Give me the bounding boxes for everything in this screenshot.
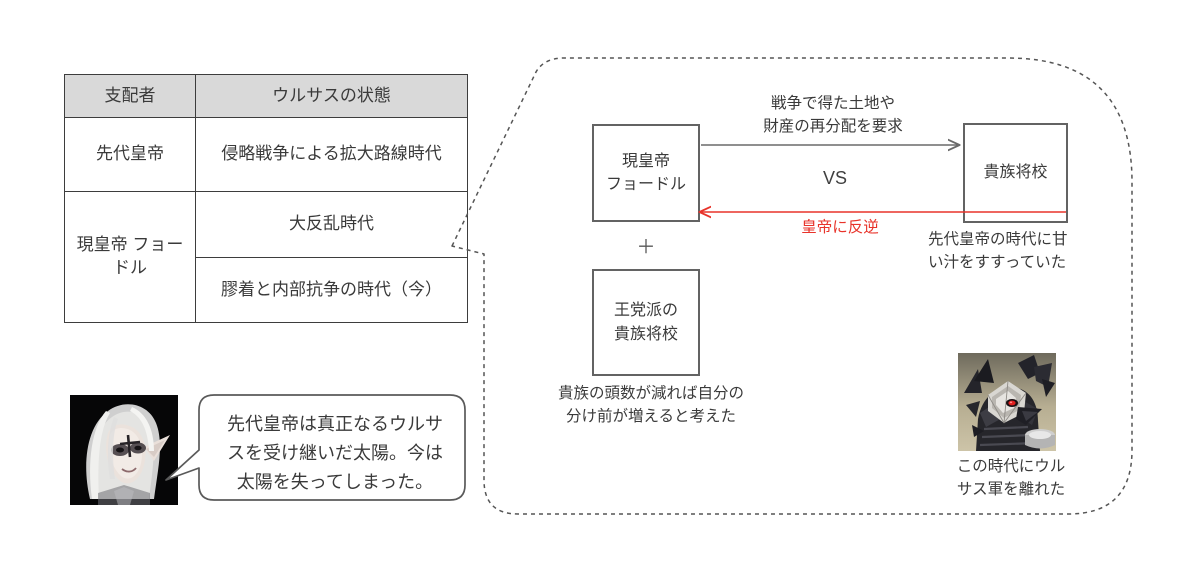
plus-connector: ＋ <box>636 237 656 258</box>
node-royalist-noble-officers: 王党派の 貴族将校 <box>592 269 700 376</box>
table-header-state: ウルサスの状態 <box>195 74 468 118</box>
table-row: 膠着と内部抗争の時代（今） <box>65 257 468 323</box>
dark-armored-figure-thumbnail-icon <box>958 353 1056 451</box>
table-cell-state-stalemate: 膠着と内部抗争の時代（今） <box>195 257 468 323</box>
speech-bubble-text: 先代皇帝は真正なるウルサ スを受け継いだ太陽。今は 太陽を失ってしまった。 <box>227 414 443 493</box>
label-vs: VS <box>822 168 847 188</box>
character-portrait-image <box>70 395 178 505</box>
speech-bubble-shape <box>165 394 466 501</box>
table-row: 先代皇帝 侵略戦争による拡大路線時代 <box>64 117 468 192</box>
table-header-ruler: 支配者 <box>64 74 196 118</box>
label-rebellion: 皇帝に反逆 <box>801 219 879 236</box>
table-header-row: 支配者 ウルサスの状態 <box>64 74 468 118</box>
label-royalist-note: 貴族の頭数が減れば自分の 分け前が増えると考えた <box>557 385 744 426</box>
label-monster-note: この時代にウル サス軍を離れた <box>956 458 1066 499</box>
table-cell-state-rebellion: 大反乱時代 <box>195 191 468 258</box>
table-cell-state-expansion: 侵略戦争による拡大路線時代 <box>195 117 468 192</box>
white-haired-character-portrait-icon <box>70 395 178 505</box>
node-noble-officers: 貴族将校 <box>963 123 1068 223</box>
node-current-emperor: 現皇帝 フョードル <box>592 124 700 222</box>
table-cell-ruler-current: 現皇帝 フョードル <box>64 191 196 323</box>
label-nobles-note: 先代皇帝の時代に甘 い汁をすすっていた <box>928 231 1068 272</box>
ursus-state-table: 支配者 ウルサスの状態 先代皇帝 侵略戦争による拡大路線時代 現皇帝 フョードル… <box>64 74 468 323</box>
table-row: 現皇帝 フョードル 大反乱時代 <box>64 191 468 323</box>
table-cell-ruler-previous: 先代皇帝 <box>64 117 196 192</box>
label-demand: 戦争で得た土地や 財産の再分配を要求 <box>763 95 903 136</box>
speech-bubble: 先代皇帝は真正なるウルサ スを受け継いだ太陽。今は 太陽を失ってしまった。 <box>160 388 480 513</box>
monster-thumbnail-image <box>958 353 1056 451</box>
